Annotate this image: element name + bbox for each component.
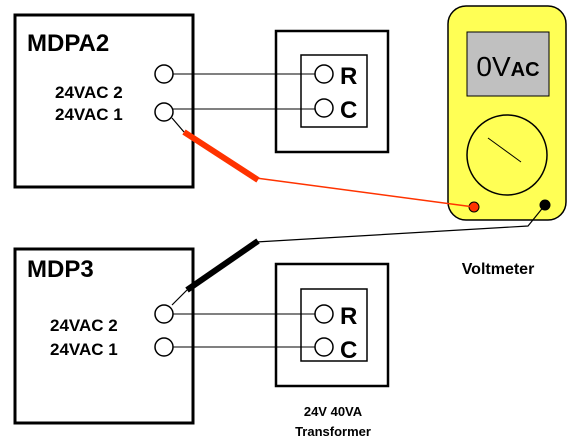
voltmeter-dial[interactable] xyxy=(466,114,548,196)
red-probe-tip xyxy=(171,117,185,133)
mdpa2-terminal-1[interactable] xyxy=(154,102,174,122)
voltmeter-label: Voltmeter xyxy=(462,261,535,278)
mdpa2-box xyxy=(13,13,195,189)
black-probe-wire xyxy=(255,204,546,243)
mdpa2-panel: MDPA2 24VAC 2 24VAC 1 xyxy=(13,13,195,189)
transformer-top: R C xyxy=(274,29,390,154)
transformer-bottom-c-terminal[interactable] xyxy=(314,337,334,357)
mdp3-terminal-1[interactable] xyxy=(154,337,174,357)
red-probe-wire xyxy=(255,177,475,208)
black-probe[interactable] xyxy=(185,238,260,293)
transformer-top-c-label: C xyxy=(340,97,357,124)
transformer-bottom-r-label: R xyxy=(340,303,357,330)
mdp3-box xyxy=(13,247,195,425)
mdpa2-terminal-2-label: 24VAC 2 xyxy=(55,83,123,102)
mdpa2-title: MDPA2 xyxy=(27,30,109,57)
voltmeter: 0VAC Voltmeter xyxy=(447,5,567,278)
black-probe-tip xyxy=(171,289,188,306)
mdp3-terminal-2-label: 24VAC 2 xyxy=(50,316,118,335)
mdpa2-terminal-2[interactable] xyxy=(154,64,174,84)
transformer-bottom-r-terminal[interactable] xyxy=(314,304,334,324)
mdpa2-terminal-1-label: 24VAC 1 xyxy=(55,105,123,124)
transformer-top-r-terminal[interactable] xyxy=(314,64,334,84)
voltmeter-reading: 0VAC xyxy=(476,51,539,82)
voltmeter-reading-unit: AC xyxy=(511,59,540,81)
red-probe[interactable] xyxy=(182,129,260,183)
mdp3-title: MDP3 xyxy=(27,256,94,283)
mdp3-panel: MDP3 24VAC 2 24VAC 1 xyxy=(13,247,195,425)
mdp3-terminal-2[interactable] xyxy=(154,304,174,324)
mdp3-terminal-1-label: 24VAC 1 xyxy=(50,340,118,359)
voltmeter-display xyxy=(466,31,550,97)
transformer-bottom-c-label: C xyxy=(340,337,357,364)
transformer-caption-line1: 24V 40VA xyxy=(304,404,363,419)
voltmeter-dial-pointer xyxy=(487,137,522,163)
transformer-bottom-inner-box xyxy=(300,288,368,362)
transformer-caption-line2: Transformer xyxy=(295,424,371,439)
transformer-top-r-label: R xyxy=(340,63,357,90)
transformer-top-c-terminal[interactable] xyxy=(314,98,334,118)
transformer-bottom: R C 24V 40VA Transformer xyxy=(274,262,390,439)
voltmeter-reading-value: 0V xyxy=(476,51,511,82)
transformer-top-inner-box xyxy=(300,54,368,128)
